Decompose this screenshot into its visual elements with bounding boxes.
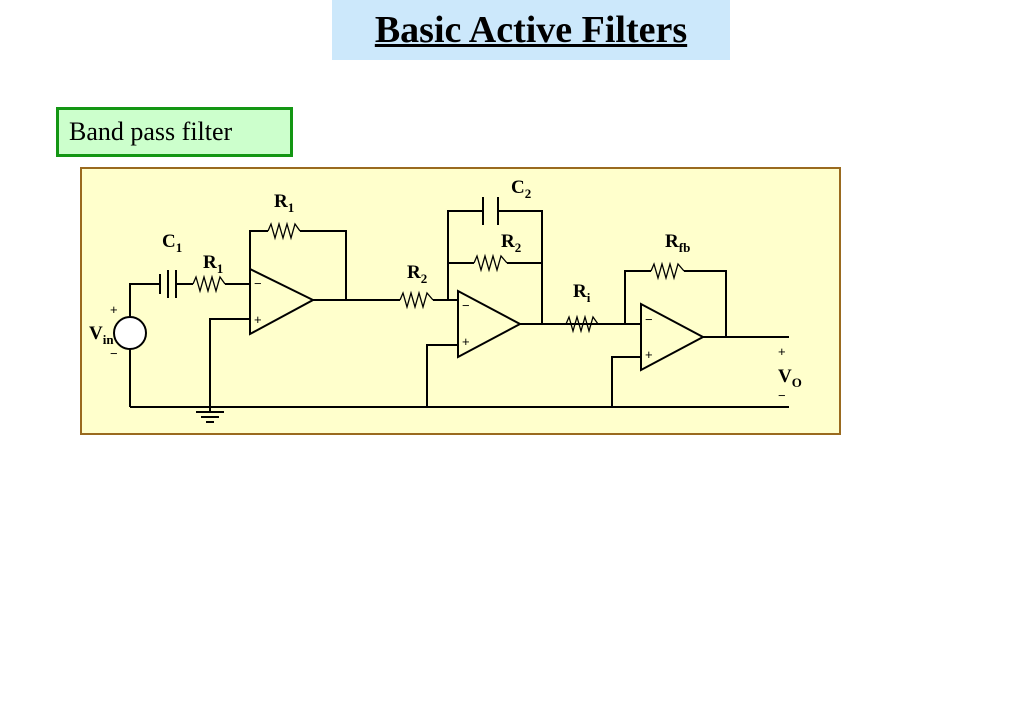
- vin-plus-sign: +: [110, 302, 118, 317]
- vo-plus-sign: +: [778, 344, 786, 359]
- label-r1-input: R1: [203, 252, 223, 276]
- input-resistor-ri: [565, 314, 599, 334]
- vin-source-symbol: [113, 316, 147, 350]
- label-rfb: Rfb: [665, 231, 690, 255]
- band-pass-circuit-diagram: − + + − − + − + +: [80, 167, 841, 435]
- opamp-1: [249, 267, 316, 336]
- opamp-3-minus-sign: −: [645, 312, 653, 327]
- opamp-1-minus-sign: −: [254, 276, 262, 291]
- opamp-3: [640, 302, 706, 372]
- label-c1: C1: [162, 231, 182, 255]
- label-vo: VO: [778, 366, 802, 390]
- title-banner: Basic Active Filters: [332, 0, 730, 60]
- ground-icon: [196, 407, 224, 423]
- opamp-2-plus-sign: +: [462, 334, 470, 349]
- label-r2-input: R2: [407, 262, 427, 286]
- opamp-3-plus-sign: +: [645, 347, 653, 362]
- input-capacitor-c1: [159, 270, 177, 298]
- subtitle: Band pass filter: [69, 117, 233, 146]
- label-vin: Vin: [89, 323, 114, 347]
- subtitle-box: Band pass filter: [56, 107, 293, 157]
- label-r2-feedback: R2: [501, 231, 521, 255]
- feedback-capacitor-c2: [482, 197, 499, 225]
- circuit-panel: − + + − − + − + +: [80, 167, 841, 435]
- label-r1-feedback: R1: [274, 191, 294, 215]
- label-ri: Ri: [573, 281, 591, 305]
- vo-minus-sign: −: [778, 388, 786, 403]
- feedback-resistor-r1: [267, 221, 301, 241]
- label-c2: C2: [511, 177, 531, 201]
- page-title: Basic Active Filters: [374, 9, 688, 51]
- input-resistor-r2: [399, 290, 434, 310]
- stage-2-wires: [346, 210, 610, 407]
- opamp-2-minus-sign: −: [462, 298, 470, 313]
- stage-1-wires: [129, 230, 789, 408]
- input-resistor-r1: [192, 274, 226, 294]
- vin-minus-sign: −: [110, 346, 118, 361]
- stage-3-wires: [542, 270, 789, 407]
- opamp-2: [457, 289, 523, 359]
- opamp-1-plus-sign: +: [254, 312, 262, 327]
- feedback-resistor-r2: [473, 253, 508, 273]
- feedback-resistor-rfb: [650, 261, 685, 281]
